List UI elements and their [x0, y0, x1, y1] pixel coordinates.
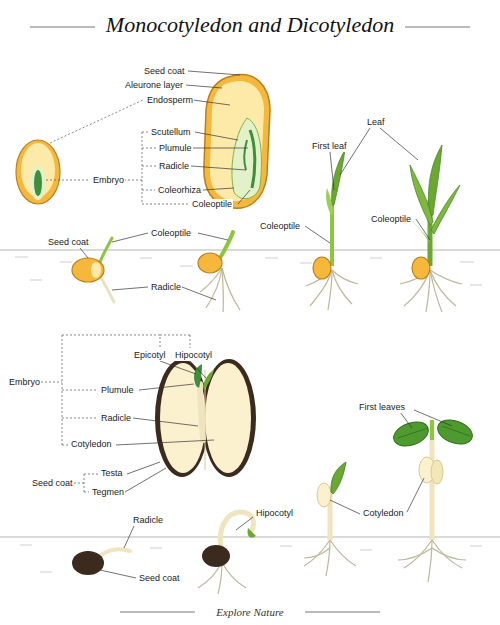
part-label: Cotyledon	[362, 508, 405, 519]
part-label: Coleoptile	[370, 214, 412, 225]
part-label: Radicle	[158, 161, 190, 172]
part-label: Aleurone layer	[124, 80, 184, 91]
part-label: Seed coat	[31, 478, 74, 489]
part-label: Plumule	[158, 143, 193, 154]
part-label: Cotyledon	[70, 439, 113, 450]
part-label: First leaf	[311, 141, 348, 152]
part-label: Endosperm	[146, 95, 194, 106]
part-label: Coleoptile	[150, 228, 192, 239]
part-label: Embryo	[8, 377, 41, 388]
part-label: Seed coat	[138, 573, 181, 584]
part-label: Radicle	[150, 282, 182, 293]
part-label: Seed coat	[143, 66, 186, 77]
part-label: Radicle	[132, 515, 164, 526]
part-label: Coleorhiza	[157, 185, 202, 196]
part-label: Leaf	[366, 117, 386, 128]
diagram-caption-text: Explore Nature	[212, 606, 287, 618]
part-label: Seed coat	[47, 237, 90, 248]
part-label: Radicle	[100, 413, 132, 424]
part-label: Scutellum	[150, 127, 192, 138]
diagram-caption: Explore Nature	[0, 605, 500, 619]
part-label: Testa	[100, 468, 124, 479]
diagram-title-text: Monocotyledon and Dicotyledon	[102, 12, 398, 37]
diagram-title: Monocotyledon and Dicotyledon	[0, 12, 500, 38]
part-label: First leaves	[358, 402, 406, 413]
part-label: Coleoptile	[191, 199, 233, 210]
part-label: Hipocotyl	[255, 508, 294, 519]
part-label: Embryo	[92, 175, 125, 186]
part-label: Coleoptile	[259, 221, 301, 232]
part-label: Hipocotyl	[174, 350, 213, 361]
part-label: Epicotyl	[133, 350, 167, 361]
part-label: Tegmen	[91, 487, 125, 498]
part-label: Plumule	[100, 385, 135, 396]
